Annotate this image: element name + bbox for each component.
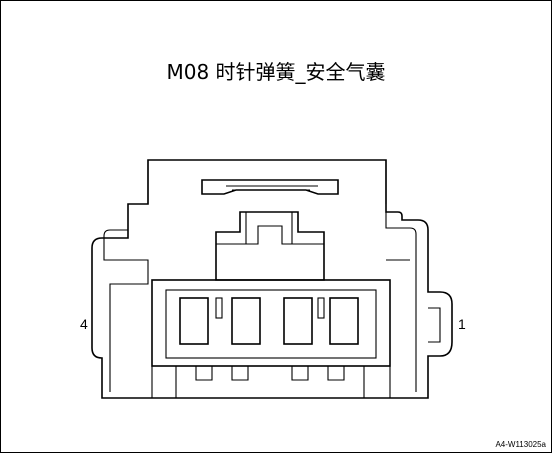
- latch-clip-inner: [226, 185, 318, 191]
- pin-label-left: 4: [80, 316, 88, 332]
- latch-clip: [201, 179, 339, 195]
- terminal-slot-4: [179, 297, 209, 345]
- coding-rib-left: [215, 297, 223, 319]
- center-tab: [215, 211, 325, 281]
- pin-label-right: 1: [458, 316, 466, 332]
- terminal-cavity: [151, 279, 391, 367]
- center-tab-inner: [216, 212, 324, 245]
- terminal-cavity-inner: [165, 289, 377, 359]
- connector-title: M08 时针弹簧_安全气囊: [166, 60, 386, 84]
- right-shoulder: [385, 212, 417, 392]
- terminal-slot-3: [231, 297, 261, 345]
- reference-code: A4-W113025a: [495, 440, 546, 449]
- terminal-slot-1: [329, 297, 359, 345]
- coding-rib-right: [317, 297, 325, 319]
- left-shoulder: [103, 229, 149, 392]
- terminal-slot-2: [283, 297, 313, 345]
- top-plateau: [147, 160, 387, 204]
- right-latch-tab: [428, 307, 441, 343]
- connector-housing-outline: [91, 159, 453, 399]
- bottom-notches: [151, 366, 391, 398]
